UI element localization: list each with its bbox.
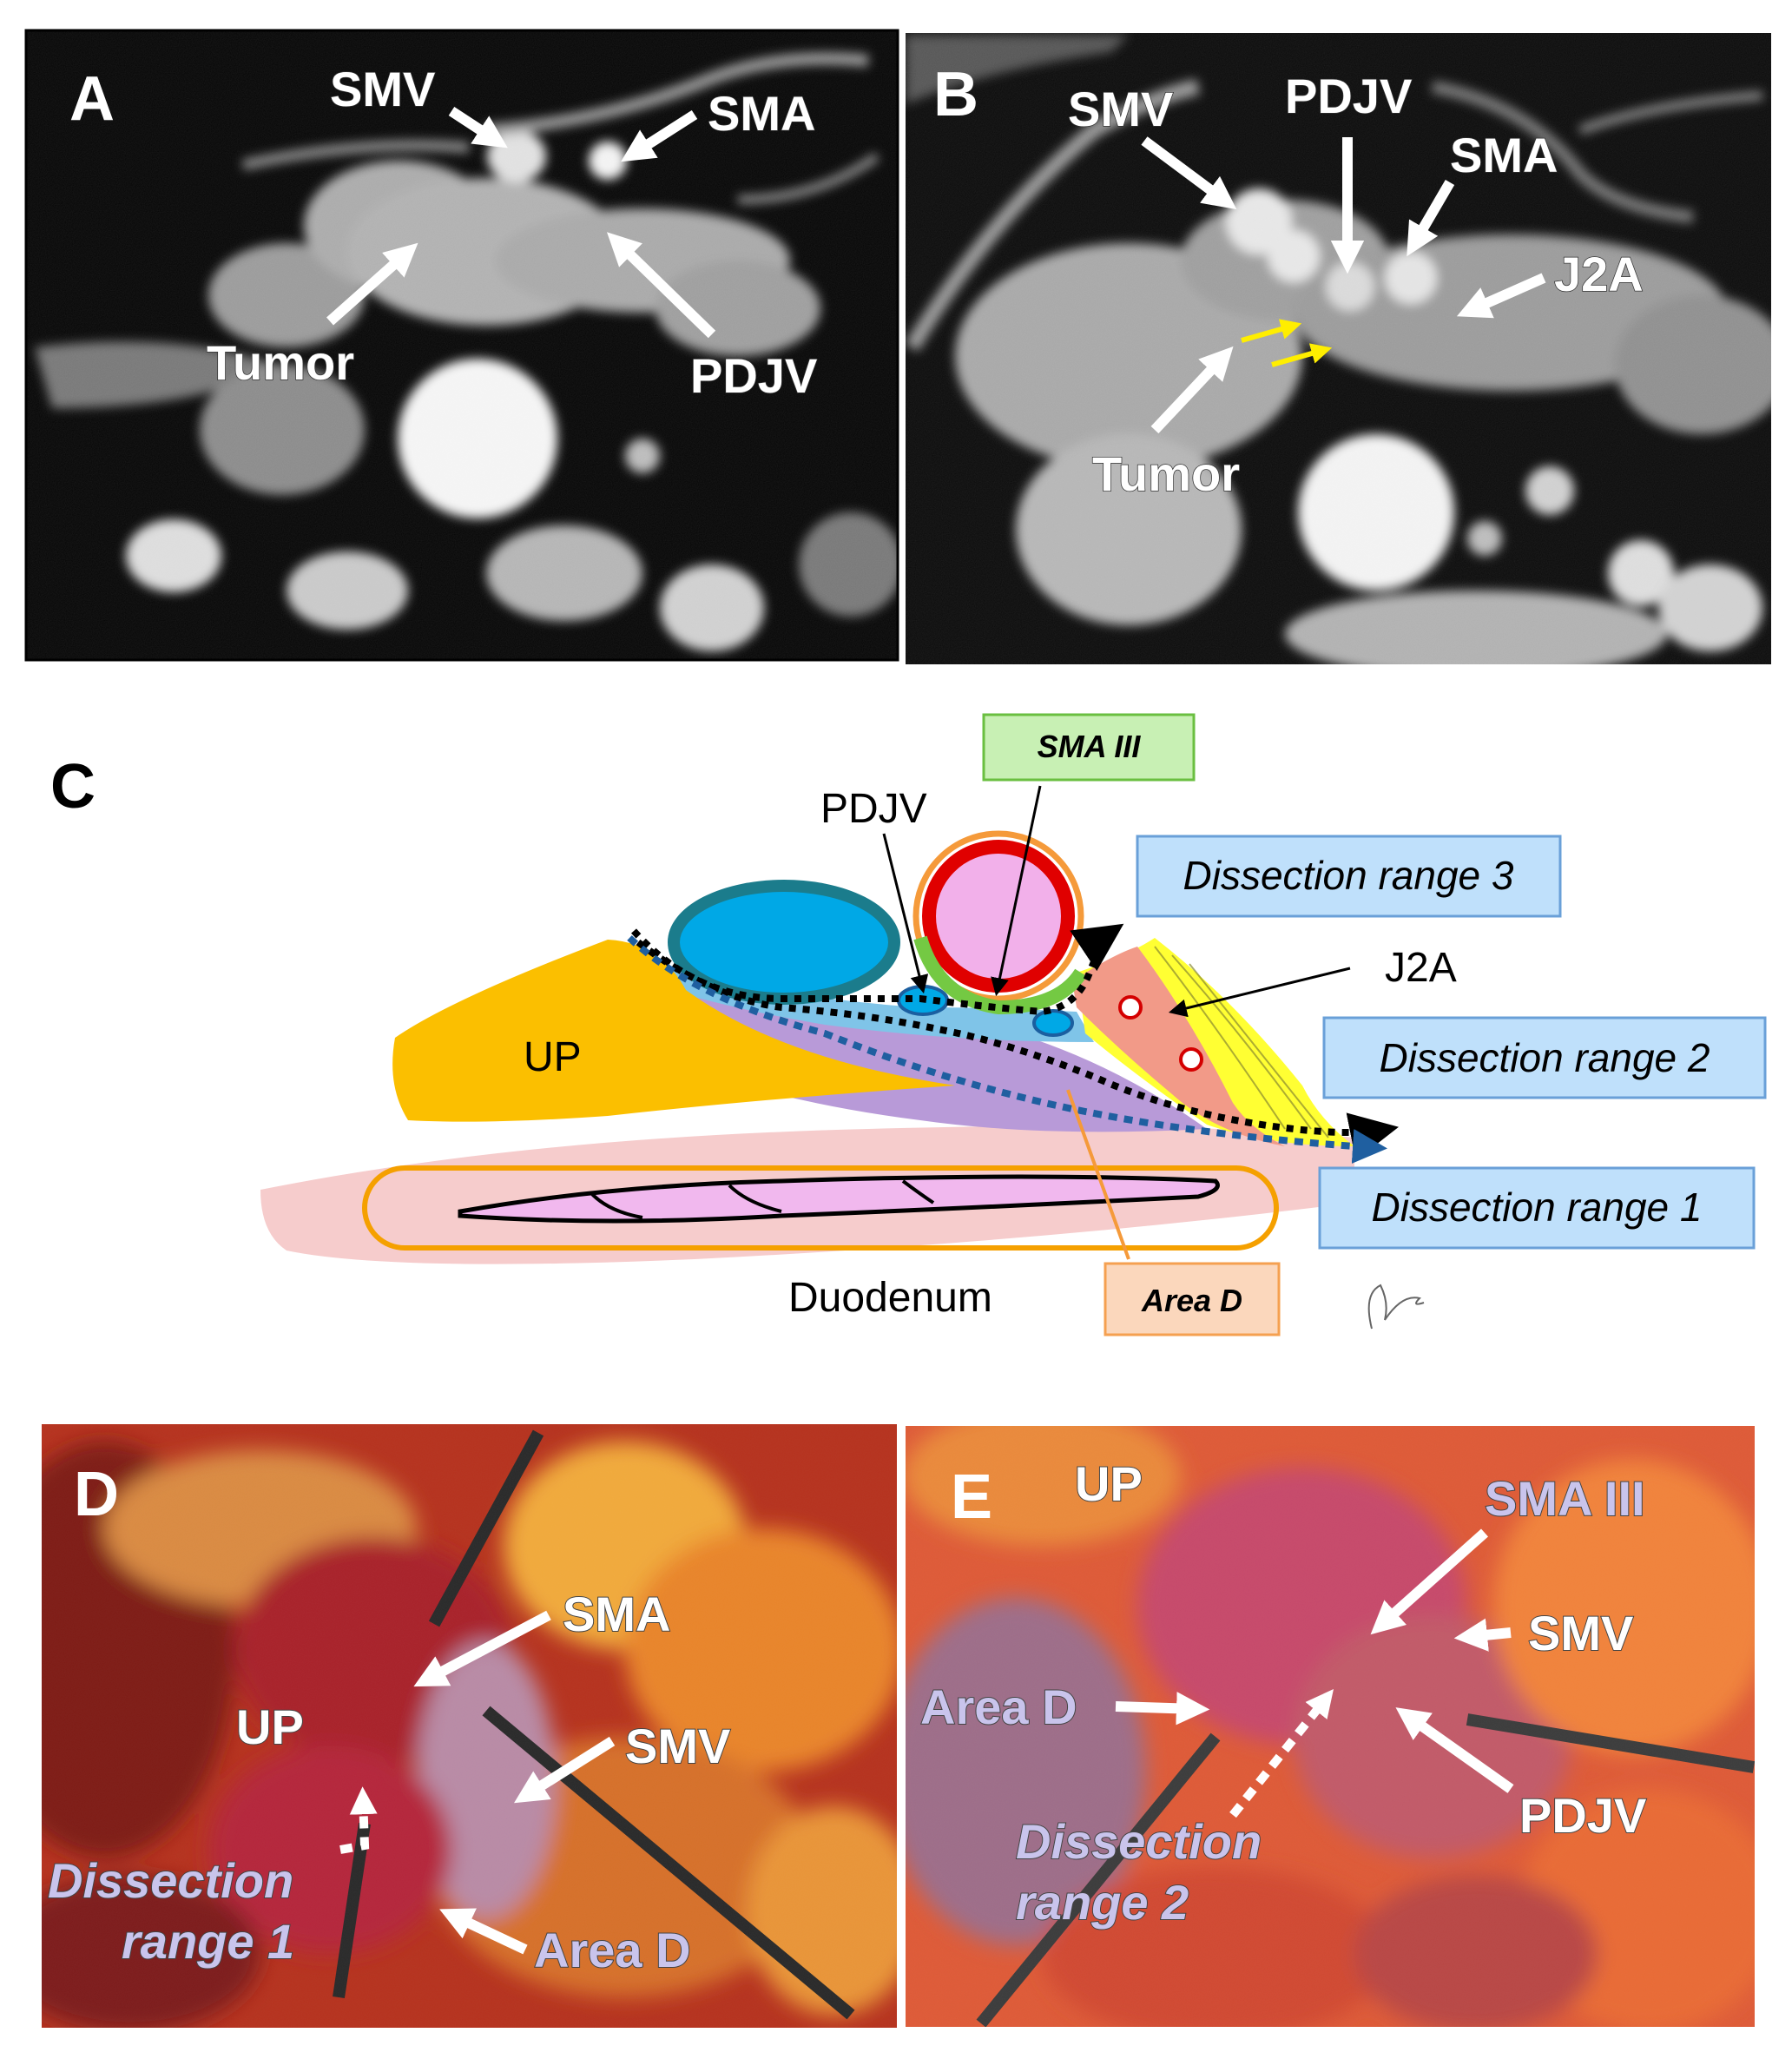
- panel-d-arrows: [413, 1610, 616, 1955]
- panel-e-up-label: UP: [1075, 1456, 1143, 1511]
- dissection-range-3-label: Dissection range 3: [1183, 853, 1514, 898]
- panel-e-dissection-range-line2: range 2: [1016, 1875, 1189, 1930]
- panel-a-sma-label: SMA: [708, 86, 815, 141]
- panel-e-sma-iii-label: SMA III: [1485, 1471, 1645, 1526]
- panel-b-arrows: [1141, 136, 1546, 434]
- panel-d-up-label: UP: [236, 1699, 304, 1754]
- panel-b-j2a-label: J2A: [1554, 247, 1644, 301]
- panel-a-letter: A: [69, 64, 115, 134]
- dissection-range-2-box: [1322, 1016, 1767, 1099]
- panel-d-dissection-range-line2: range 1: [122, 1914, 294, 1969]
- dissection-range-3-box: [1136, 835, 1562, 918]
- panel-b-letter: B: [933, 60, 978, 129]
- panel-c-letter: C: [50, 752, 96, 822]
- light-blue-region: [642, 960, 1094, 1042]
- pdjv-leader: [882, 833, 929, 994]
- dissection-range-2-label: Dissection range 2: [1380, 1035, 1710, 1080]
- j2a-label: J2A: [1385, 945, 1457, 991]
- panel-a-tumor-label: Tumor: [207, 335, 354, 390]
- panel-d-dissection-range-line1: Dissection: [48, 1853, 293, 1908]
- panel-d-letter: D: [74, 1460, 119, 1529]
- duodenum-folds: [589, 1179, 935, 1219]
- duodenum-lumen: [458, 1174, 1220, 1224]
- j2a-leader: [1168, 967, 1351, 1018]
- dissection-range-1-label: Dissection range 1: [1372, 1185, 1703, 1230]
- panel-d-dissection-dotted: [339, 1786, 378, 1854]
- up-label: UP: [524, 1034, 582, 1080]
- sma-iii-box-label: SMA III: [1038, 729, 1142, 764]
- sma-iii-nerve-plexus: [913, 935, 1087, 1015]
- panel-b-sma-label: SMA: [1450, 128, 1558, 182]
- panel-b-pdjv-label: PDJV: [1285, 69, 1412, 123]
- panel-a-arrows: [326, 106, 716, 339]
- dissection-range-2-line: [636, 939, 1399, 1161]
- area-d-box-label: Area D: [1141, 1283, 1242, 1318]
- panel-e-photo: [906, 1426, 1755, 2027]
- panel-e-smv-label: SMV: [1528, 1606, 1633, 1660]
- j2a-vessel-2: [1179, 1047, 1203, 1072]
- area-d-box: [1104, 1262, 1281, 1336]
- panel-a-smv-label: SMV: [330, 62, 435, 116]
- uncinate-process-shape: [392, 940, 956, 1122]
- panel-c-schematic: C UP: [50, 713, 1767, 1336]
- panel-b-ct-image: [906, 33, 1771, 664]
- area-d-leader: [1066, 1089, 1130, 1260]
- panel-e-dissection-range-line1: Dissection: [1016, 1814, 1262, 1869]
- panel-e-dissection-dotted: [1229, 1689, 1334, 1818]
- pdjv-vessel-2: [1032, 1009, 1074, 1037]
- sma-iii-box: [982, 713, 1196, 782]
- panel-a-ct-image: [26, 30, 898, 660]
- sma-iii-leader: [991, 785, 1042, 997]
- j2a-vessel-1: [1118, 995, 1143, 1020]
- yellow-fibers: [1154, 946, 1329, 1138]
- panel-d-area-d-label: Area D: [534, 1923, 691, 1977]
- panel-a-frame: [24, 29, 899, 662]
- dissection-range-1-box: [1318, 1166, 1756, 1250]
- panel-d-smv-label: SMV: [625, 1719, 730, 1773]
- duodenum-wall: [362, 1165, 1279, 1251]
- dissection-range-3-line: [631, 923, 1124, 1016]
- panel-e-pdjv-label: PDJV: [1519, 1788, 1646, 1843]
- pdjv-label: PDJV: [820, 786, 927, 832]
- panel-b-yellow-arrows: [1241, 319, 1333, 367]
- panel-e-arrows: [1115, 1528, 1514, 1793]
- dissection-range-1-line: [627, 935, 1387, 1164]
- panel-d-sma-label: SMA: [563, 1587, 670, 1641]
- panel-a-pdjv-label: PDJV: [690, 348, 817, 403]
- duodenum-label: Duodenum: [788, 1275, 992, 1321]
- artist-signature: [1367, 1284, 1425, 1330]
- panel-e-area-d-label: Area D: [920, 1680, 1077, 1734]
- panel-e-letter: E: [951, 1462, 992, 1532]
- panel-b-tumor-label: Tumor: [1092, 446, 1240, 501]
- panel-b-smv-label: SMV: [1068, 82, 1173, 136]
- sma-wall: [922, 840, 1075, 993]
